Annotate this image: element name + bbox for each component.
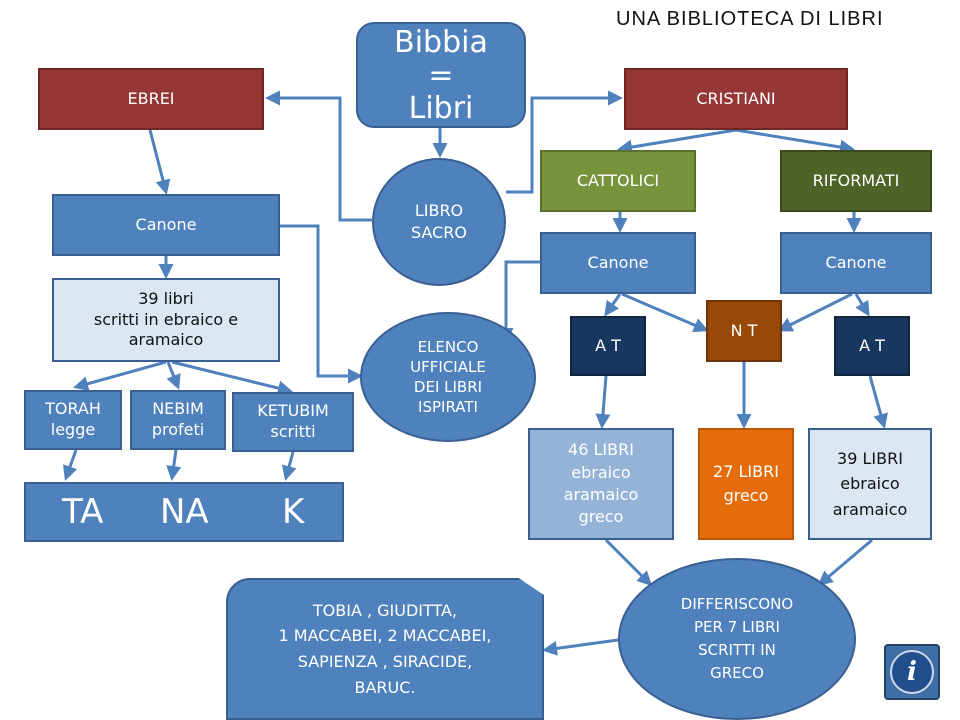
libri-27-node: 27 LIBRI greco: [698, 428, 794, 540]
ketubim-node: KETUBIM scritti: [232, 392, 354, 452]
torah-node: TORAH legge: [24, 390, 122, 450]
arrow-torah-tanak: [62, 449, 78, 481]
arrow-canonec-at: [604, 293, 622, 317]
nt-node: N T: [706, 300, 782, 362]
cattolici-node: CATTOLICI: [540, 150, 696, 212]
arrow-at-39: [868, 375, 888, 429]
arrow-canone-elenco: [280, 224, 363, 384]
elenco-node: ELENCO UFFICIALE DEI LIBRI ISPIRATI: [360, 312, 536, 442]
arrow-cristiani-cattolici: [617, 128, 737, 155]
arrow-cristiani-riformati: [735, 128, 855, 155]
arrow-at-46: [595, 375, 611, 429]
arrow-canoner-at: [854, 293, 870, 317]
libro-sacro-node: LIBRO SACRO: [372, 158, 506, 286]
tanak-node: TA NA K: [24, 482, 344, 542]
arrow-canone-elenco-right: [498, 260, 540, 343]
canone-ebrei-node: Canone: [52, 194, 280, 256]
nebim-node: NEBIM profeti: [130, 390, 226, 450]
arrow-nebim-tanak: [166, 449, 182, 481]
arrow-39-diff: [817, 538, 873, 586]
libri-39-riformati-node: 39 LIBRI ebraico aramaico: [808, 428, 932, 540]
bibbia-node: Bibbia = Libri: [356, 22, 526, 128]
at-riformati-node: A T: [834, 316, 910, 376]
diagram-title: UNA BIBLIOTECA DI LIBRI: [616, 8, 884, 30]
arrow-39-torah: [73, 360, 167, 392]
arrow-46-diff: [604, 538, 653, 587]
info-icon: i: [890, 650, 934, 694]
canone-riformati-node: Canone: [780, 232, 932, 294]
differiscono-node: DIFFERISCONO PER 7 LIBRI SCRITTI IN GREC…: [618, 558, 856, 720]
arrow-diff-books: [542, 638, 619, 656]
libri-diversi-node: TOBIA , GIUDITTA, 1 MACCABEI, 2 MACCABEI…: [226, 578, 544, 720]
tanak-ta: TA: [62, 492, 104, 532]
cristiani-node: CRISTIANI: [624, 68, 848, 130]
libri-46-node: 46 LIBRI ebraico aramaico greco: [528, 428, 674, 540]
arrow-39-ketubim: [171, 360, 293, 396]
arrow-ketubim-tanak: [281, 451, 297, 481]
at-cattolici-node: A T: [570, 316, 646, 376]
tanak-k: K: [282, 492, 305, 532]
arrow-ebrei-canone: [148, 129, 171, 195]
canone-cattolici-node: Canone: [540, 232, 696, 294]
libri-39-node: 39 libri scritti in ebraico e aramaico: [52, 278, 280, 362]
info-button[interactable]: i: [884, 644, 940, 700]
riformati-node: RIFORMATI: [780, 150, 932, 212]
ebrei-node: EBREI: [38, 68, 264, 130]
arrow-39-nebim: [166, 361, 181, 390]
tanak-na: NA: [160, 492, 209, 532]
